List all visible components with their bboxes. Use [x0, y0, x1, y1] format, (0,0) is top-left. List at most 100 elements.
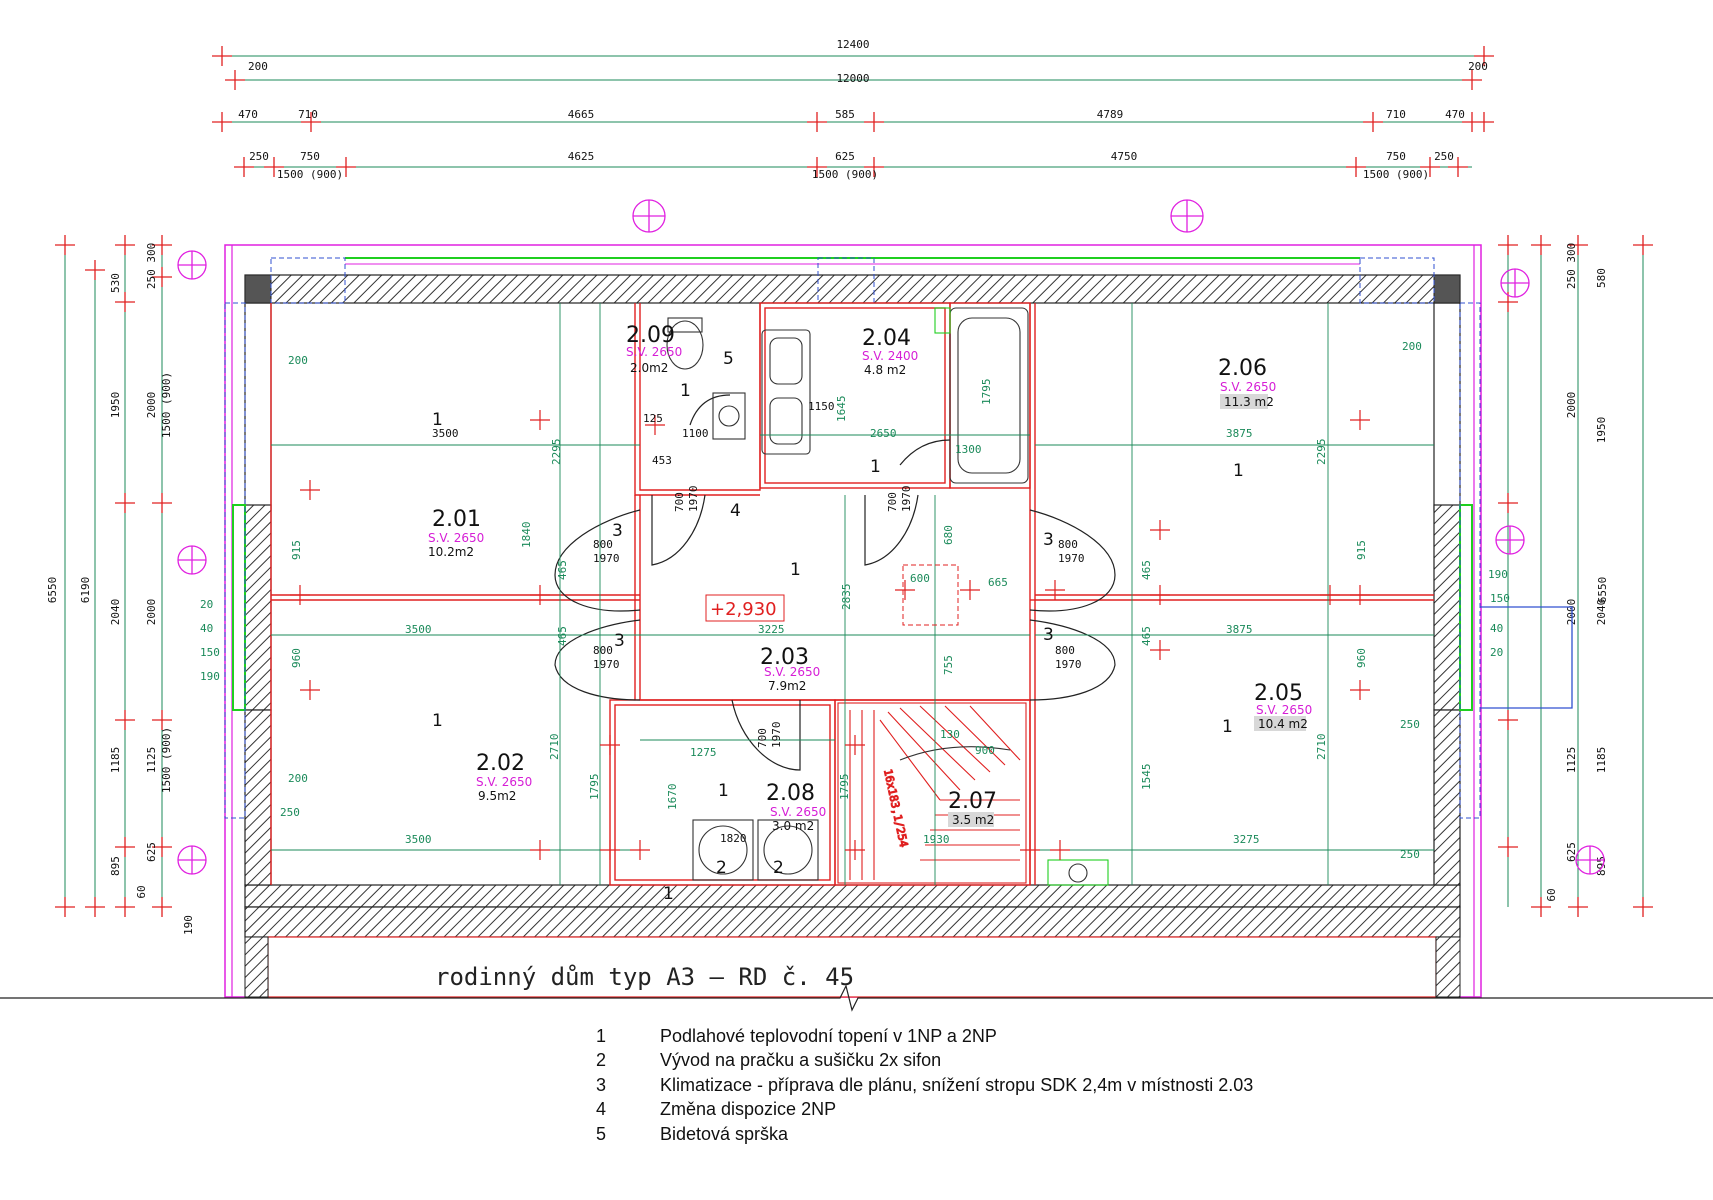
marker-1: 1 [870, 457, 881, 477]
dim-row2-1: 750 [300, 150, 320, 163]
dim: 1795 [980, 379, 993, 406]
room-2-01: 2.01 S.V. 2650 10.2m2 [428, 507, 484, 559]
dim-row2-2: 4625 [568, 150, 595, 163]
dim: 1970 [593, 552, 620, 565]
dim-row1-2: 4665 [568, 108, 595, 121]
interior-dimension-lines [271, 303, 1434, 885]
dim: 915 [290, 540, 303, 560]
dim: 3875 [1226, 623, 1253, 636]
dim-row1-0: 470 [238, 108, 258, 121]
marker-1: 1 [432, 410, 443, 430]
dim: 1970 [1058, 552, 1085, 565]
dim-overall-top: 12400 [836, 38, 869, 51]
marker-2: 2 [773, 858, 784, 878]
reference-crosses [290, 410, 1370, 860]
dim: 150 [1490, 592, 1510, 605]
dim-right-seg-3: 1185 [1595, 747, 1608, 774]
dim: 3275 [1233, 833, 1260, 846]
dim: 190 [1488, 568, 1508, 581]
room-id: 2.05 [1254, 681, 1303, 706]
legend-text: Klimatizace - příprava dle plánu, snížen… [660, 1074, 1254, 1095]
room-2-08: 2.08 S.V. 2650 3.0 m2 [766, 781, 826, 833]
dim: 755 [942, 655, 955, 675]
dim: 130 [940, 728, 960, 741]
dim-row2-4: 4750 [1111, 150, 1138, 163]
dim: 700 [673, 492, 686, 512]
dim: 2295 [1315, 439, 1328, 466]
dim-right-seg-2: 2040 [1595, 599, 1608, 626]
dim: 1970 [900, 486, 913, 513]
marker-1: 1 [1222, 717, 1233, 737]
dim-left-seg-3: 1185 [109, 747, 122, 774]
dim: 40 [200, 622, 213, 635]
dim: 2650 [870, 427, 897, 440]
dim: 1970 [687, 486, 700, 513]
dim: 465 [1140, 626, 1153, 646]
room-sv: S.V. 2650 [770, 805, 826, 819]
marker-1: 1 [790, 560, 801, 580]
dim: 900 [975, 744, 995, 757]
dim: 1795 [588, 774, 601, 801]
window-note-3: 1500 (900) [1363, 168, 1429, 181]
room-2-03: 2.03 S.V. 2650 7.9m2 [760, 645, 820, 693]
room-area: 2.0m2 [630, 361, 668, 375]
dim: 40 [1490, 622, 1503, 635]
dim: 700 [886, 492, 899, 512]
marker-3: 3 [1043, 625, 1054, 645]
dim-left-inner: 6190 [79, 577, 92, 604]
room-labels: 2.01 S.V. 2650 10.2m2 2.02 S.V. 2650 9.5… [428, 323, 1312, 833]
legend-number: 4 [596, 1099, 607, 1120]
ac-unit-outline [902, 564, 959, 626]
dim: 960 [1355, 648, 1368, 668]
room-sv: S.V. 2650 [626, 345, 682, 359]
dim: 700 [756, 728, 769, 748]
dim-right-open-3: 1125 [1565, 747, 1578, 774]
marker-4: 4 [730, 501, 741, 521]
dim-right-open-4: 625 [1565, 842, 1578, 862]
dim-200-left: 200 [248, 60, 268, 73]
dim: 3500 [432, 427, 459, 440]
level-mark-text: +2,930 [710, 599, 777, 620]
dim: 2710 [1315, 734, 1328, 761]
dim-left-overall: 6550 [46, 577, 59, 604]
building-walls [224, 244, 1573, 998]
dim: 2710 [548, 734, 561, 761]
staircase: 16x183,1/254 [837, 702, 1027, 884]
room-id: 2.04 [862, 326, 911, 351]
room-area: 9.5m2 [478, 789, 516, 803]
dim-200-right: 200 [1468, 60, 1488, 73]
dim-left-open-1: 2000 [145, 392, 158, 419]
marker-1: 1 [718, 781, 729, 801]
marker-5: 5 [723, 349, 734, 369]
dim: 465 [1140, 560, 1153, 580]
dim: 1150 [808, 400, 835, 413]
room-2-06: 2.06 S.V. 2650 11.3 m2 [1218, 356, 1276, 409]
dim-left-sill-2: 1500 (900) [160, 727, 173, 793]
dim: 1970 [1055, 658, 1082, 671]
dim: 1970 [593, 658, 620, 671]
dim: 1820 [720, 832, 747, 845]
dim: 680 [942, 525, 955, 545]
area-highlight [1220, 394, 1268, 409]
dim: 1645 [835, 396, 848, 423]
room-2-04: 2.04 S.V. 2400 4.8 m2 [862, 326, 918, 377]
top-dimension-labels: 12400 200 12000 200 470 710 4665 585 478… [238, 38, 1488, 181]
dim-right-seg-1: 1950 [1595, 417, 1608, 444]
dim-left-open-0: 250 300 [145, 243, 158, 289]
dim: 3500 [405, 623, 432, 636]
side-dimension-labels: 6550 6190 530 1950 2040 1185 895 60 250 … [46, 243, 1609, 935]
dim: 1795 [838, 774, 851, 801]
dim: 200 [288, 772, 308, 785]
dim: 1300 [955, 443, 982, 456]
marker-1: 1 [663, 884, 674, 904]
area-highlight [1254, 716, 1306, 731]
axis-markers [177, 199, 1605, 875]
room-id: 2.02 [476, 751, 525, 776]
dim-left-open-3: 1125 [145, 747, 158, 774]
dim: 800 [593, 538, 613, 551]
dim-left-open-2: 2000 [145, 599, 158, 626]
dim: 1930 [923, 833, 950, 846]
dim: 150 [200, 646, 220, 659]
legend-item: 2 Vývod na pračku a sušičku 2x sifon [596, 1049, 1253, 1074]
